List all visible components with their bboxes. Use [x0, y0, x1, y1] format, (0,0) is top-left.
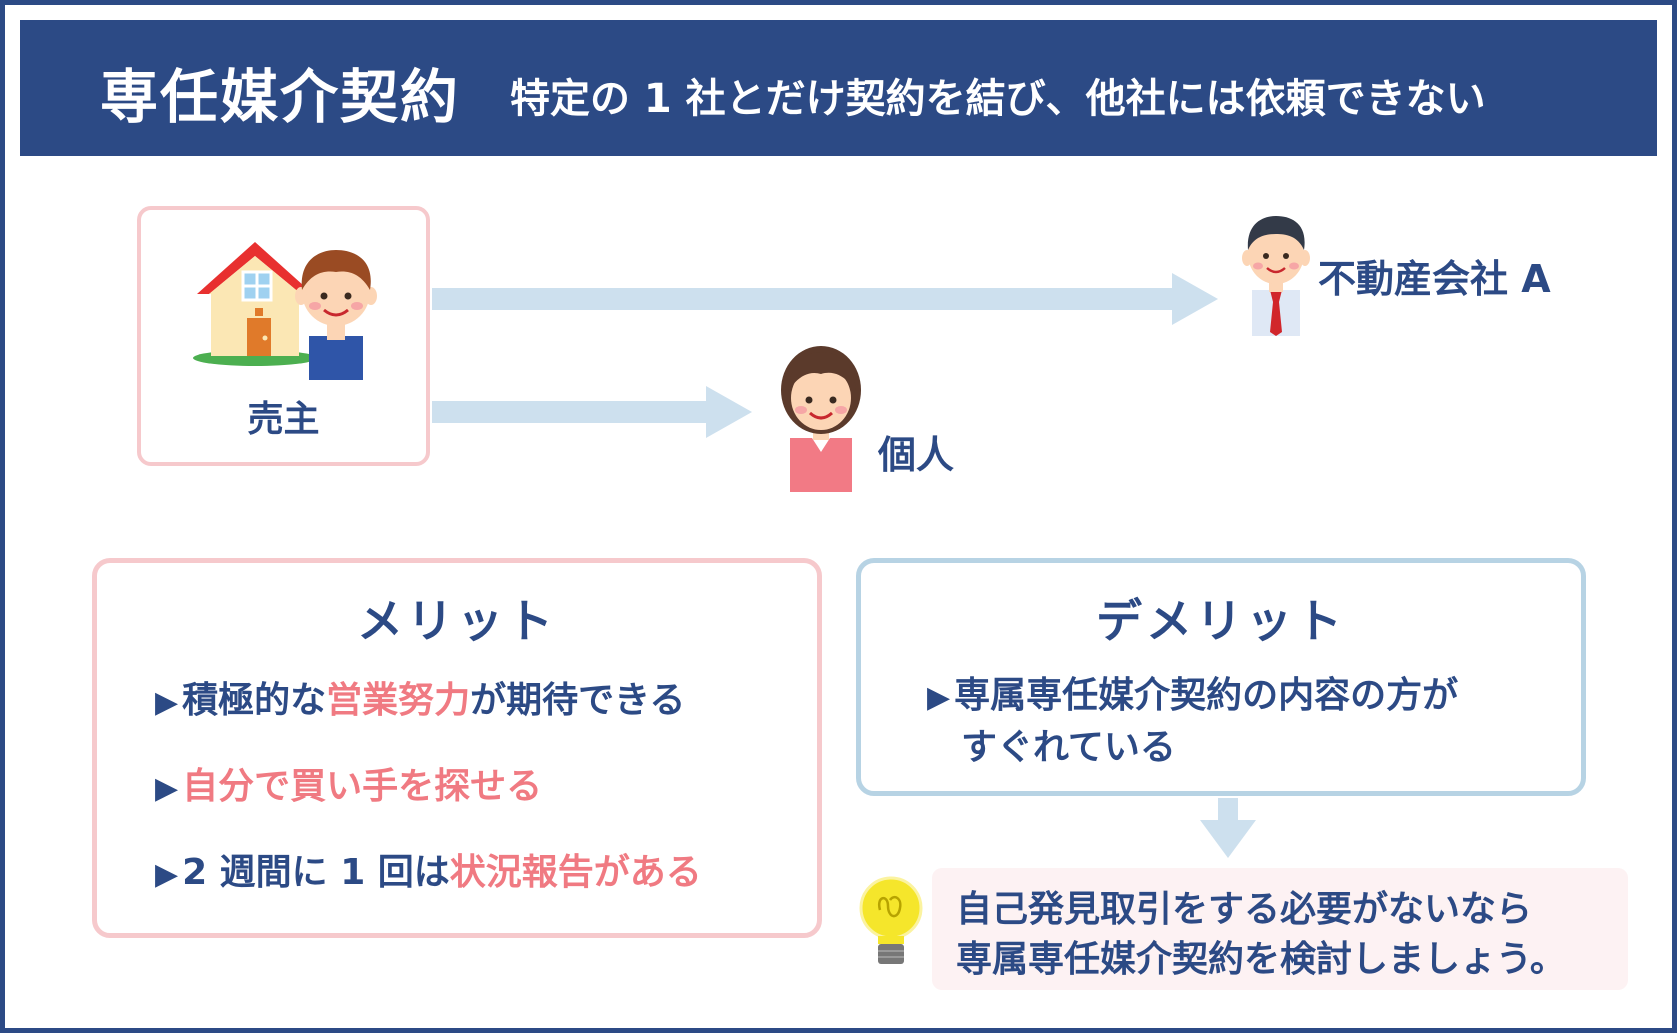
demerit-panel: デメリット ▶専属専任媒介契約の内容の方が すぐれている	[856, 558, 1586, 796]
merit-text: 2 週間に 1 回は	[182, 852, 450, 893]
merit-text: 積極的な	[182, 680, 327, 721]
merit-item: ▶2 週間に 1 回は状況報告がある	[155, 843, 702, 895]
down-arrow-shaft	[1218, 798, 1238, 820]
arrow-to-individual-head	[706, 386, 752, 438]
company-label: 不動産会社 A	[1318, 257, 1551, 301]
house-icon	[193, 242, 311, 366]
merit-item: ▶積極的な営業努力が期待できる	[155, 671, 685, 723]
man-avatar-icon	[295, 250, 377, 380]
tip-box: 自己発見取引をする必要がないなら 専属専任媒介契約を検討しましょう。	[932, 868, 1628, 990]
triangle-bullet-icon: ▶	[155, 771, 179, 806]
demerit-text-line-2: すぐれている	[961, 727, 1176, 768]
merit-text: が期待できる	[470, 680, 686, 721]
arrow-to-company-head	[1172, 273, 1218, 325]
seller-box: 売主	[137, 206, 430, 466]
businessman-icon	[1242, 216, 1310, 336]
woman-avatar-icon	[781, 346, 861, 492]
demerit-item: ▶専属専任媒介契約の内容の方が すぐれている	[927, 671, 1458, 773]
tip-line-1: 自己発見取引をする必要がないなら	[956, 889, 1533, 930]
merit-panel: メリット ▶積極的な営業努力が期待できる ▶自分で買い手を探せる ▶2 週間に …	[92, 558, 822, 938]
page-subtitle: 特定の 1 社とだけ契約を結び、他社には依頼できない	[510, 76, 1486, 122]
header-banner: 専任媒介契約 特定の 1 社とだけ契約を結び、他社には依頼できない	[20, 20, 1657, 156]
down-arrow-head	[1200, 820, 1256, 858]
page-title: 専任媒介契約	[100, 63, 461, 131]
triangle-bullet-icon: ▶	[927, 680, 951, 715]
demerit-title: デメリット	[1096, 594, 1346, 648]
tip-line-2: 専属専任媒介契約を検討しましょう。	[956, 939, 1566, 980]
merit-item: ▶自分で買い手を探せる	[155, 757, 542, 809]
arrow-to-company-shaft	[432, 288, 1172, 310]
merit-highlight: 営業努力	[326, 680, 471, 721]
merit-highlight: 自分で買い手を探せる	[182, 766, 543, 807]
arrow-to-individual-shaft	[432, 401, 706, 423]
merit-title: メリット	[357, 594, 557, 648]
merit-highlight: 状況報告がある	[449, 852, 702, 893]
lightbulb-icon	[859, 876, 923, 964]
triangle-bullet-icon: ▶	[155, 685, 179, 720]
triangle-bullet-icon: ▶	[155, 857, 179, 892]
seller-label: 売主	[247, 399, 320, 440]
demerit-text-line-1: 専属専任媒介契約の内容の方が	[954, 675, 1459, 716]
individual-label: 個人	[878, 433, 955, 477]
